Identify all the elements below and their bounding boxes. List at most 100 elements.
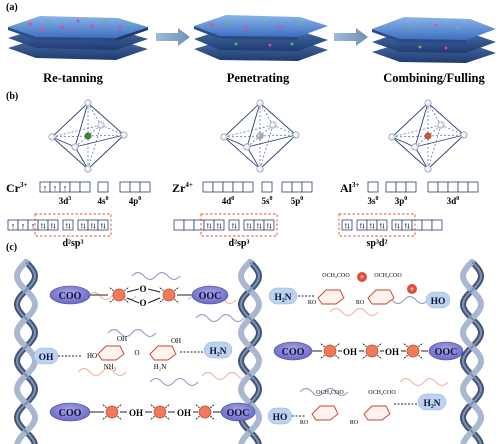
bridge-oh-4: OH bbox=[385, 347, 399, 357]
svg-text:+: + bbox=[360, 273, 365, 282]
sugar-h2n: H₂N bbox=[154, 363, 167, 371]
bridge-oh-1: OH bbox=[129, 408, 143, 418]
cm-group-4: OCH₂COO bbox=[368, 390, 396, 396]
edge bbox=[246, 146, 261, 170]
arrow-1 bbox=[156, 28, 190, 46]
ligand-node bbox=[84, 99, 92, 107]
hybrid-box bbox=[213, 219, 225, 231]
cm-ro-4: RO bbox=[350, 420, 359, 426]
fiber-strand bbox=[149, 377, 199, 387]
octahedra-group: Zr bbox=[48, 99, 468, 173]
fiber-strand bbox=[195, 313, 245, 323]
orbital-box bbox=[119, 181, 131, 193]
ion-symbol: Cr3+ bbox=[6, 181, 28, 195]
fiber-strand bbox=[107, 328, 157, 338]
electron-pair: ⇅ bbox=[65, 223, 71, 231]
edge bbox=[427, 134, 465, 170]
hydroxyl-pill-left: OH bbox=[33, 347, 59, 365]
electron-pair: ⇅ bbox=[80, 223, 86, 231]
fiber-strand bbox=[399, 377, 449, 387]
fiber-strand bbox=[131, 271, 181, 281]
central-ion bbox=[424, 132, 432, 140]
hybrid-box bbox=[97, 219, 109, 231]
ligand-node bbox=[120, 131, 128, 139]
bond bbox=[147, 288, 161, 293]
carboxyl-oval-right-bottom: OOC bbox=[220, 402, 256, 422]
electron-pair: ⇅ bbox=[394, 223, 400, 231]
electron-pair: ⇅ bbox=[50, 223, 56, 231]
sugar-ho: HO bbox=[87, 352, 97, 360]
orbital-box bbox=[427, 181, 439, 193]
cm-sugar-4 bbox=[363, 405, 391, 421]
electron-pair: ⇅ bbox=[40, 223, 46, 231]
electron-pair: ⇅ bbox=[256, 223, 262, 231]
bridge-oh-2: OH bbox=[177, 408, 191, 418]
electron-pair: ⇅ bbox=[246, 223, 252, 231]
ion-symbol: Al3+ bbox=[340, 181, 360, 195]
edge bbox=[414, 134, 465, 148]
edge bbox=[51, 136, 89, 170]
edge bbox=[259, 102, 297, 136]
carboxyl-oval-right: OOC bbox=[191, 285, 229, 305]
cm-group-2: OCH₂COO bbox=[374, 273, 402, 279]
electron-pair: ⇅ bbox=[100, 223, 106, 231]
orbital-box bbox=[395, 181, 407, 193]
svg-text:COO: COO bbox=[59, 291, 82, 302]
orbital-box bbox=[79, 181, 91, 193]
amino-pill-right: H₂N bbox=[268, 287, 298, 305]
ligand-node bbox=[269, 121, 277, 129]
bond bbox=[126, 297, 140, 304]
hydroxyl-pill-right-top: HO bbox=[425, 291, 451, 309]
svg-text:H₂N: H₂N bbox=[274, 293, 291, 303]
ligand-node bbox=[243, 143, 251, 151]
orbital-box bbox=[367, 181, 379, 193]
ligand-node bbox=[84, 165, 92, 173]
cm-sugar-3 bbox=[311, 405, 339, 421]
edge bbox=[246, 102, 261, 148]
electron-pair: ⇅ bbox=[369, 223, 375, 231]
hybrid-label: d²sp³ bbox=[228, 238, 249, 249]
metal-ion-h bbox=[402, 342, 424, 360]
edge bbox=[391, 136, 429, 170]
edge bbox=[74, 102, 89, 148]
svg-text:OH: OH bbox=[39, 353, 54, 363]
orbital-box bbox=[385, 181, 397, 193]
octahedron-al bbox=[388, 99, 468, 173]
electron-pair: ⇅ bbox=[344, 223, 350, 231]
orbital-box bbox=[457, 181, 469, 193]
positive-charge-2: + bbox=[407, 284, 417, 294]
metal-ion-d bbox=[149, 403, 171, 421]
panel-a-label: (a) bbox=[6, 2, 18, 13]
ligand-node bbox=[97, 121, 105, 129]
svg-text:OOC: OOC bbox=[435, 347, 458, 358]
carboxyl-oval-left-bottom: COO bbox=[49, 402, 91, 422]
metal-ion-e bbox=[194, 403, 216, 421]
bridge-oxygen-lower: O bbox=[139, 298, 146, 308]
orbital-label: 4p0 bbox=[129, 196, 142, 206]
electron-pair: ⇅ bbox=[266, 223, 272, 231]
bridge-oh-3: OH bbox=[343, 347, 357, 357]
svg-text:HO: HO bbox=[273, 413, 288, 423]
edge-hidden bbox=[100, 124, 125, 136]
panel-c-label: (c) bbox=[6, 242, 17, 253]
ligand-node bbox=[437, 121, 445, 129]
orbital-box bbox=[222, 181, 234, 193]
hybrid-box bbox=[228, 219, 240, 231]
hybrid-box bbox=[263, 219, 275, 231]
hybrid-highlight bbox=[34, 213, 112, 237]
orbital-box bbox=[242, 181, 254, 193]
sugar-bridge-o: O bbox=[134, 349, 139, 357]
hybrid-box bbox=[183, 219, 195, 231]
ligand-node bbox=[460, 131, 468, 139]
orbital-label: 5p0 bbox=[291, 196, 304, 206]
stage-penetrating: Penetrating bbox=[227, 71, 290, 85]
bond bbox=[126, 288, 140, 293]
hybrid-box bbox=[376, 219, 388, 231]
electron-pair: ⇅ bbox=[216, 223, 222, 231]
electron-arrow: ↑ bbox=[43, 183, 48, 193]
hydroxyl-pill-right-bottom: HO bbox=[267, 407, 293, 425]
orbital-box bbox=[467, 181, 479, 193]
orbital-box bbox=[405, 181, 417, 193]
